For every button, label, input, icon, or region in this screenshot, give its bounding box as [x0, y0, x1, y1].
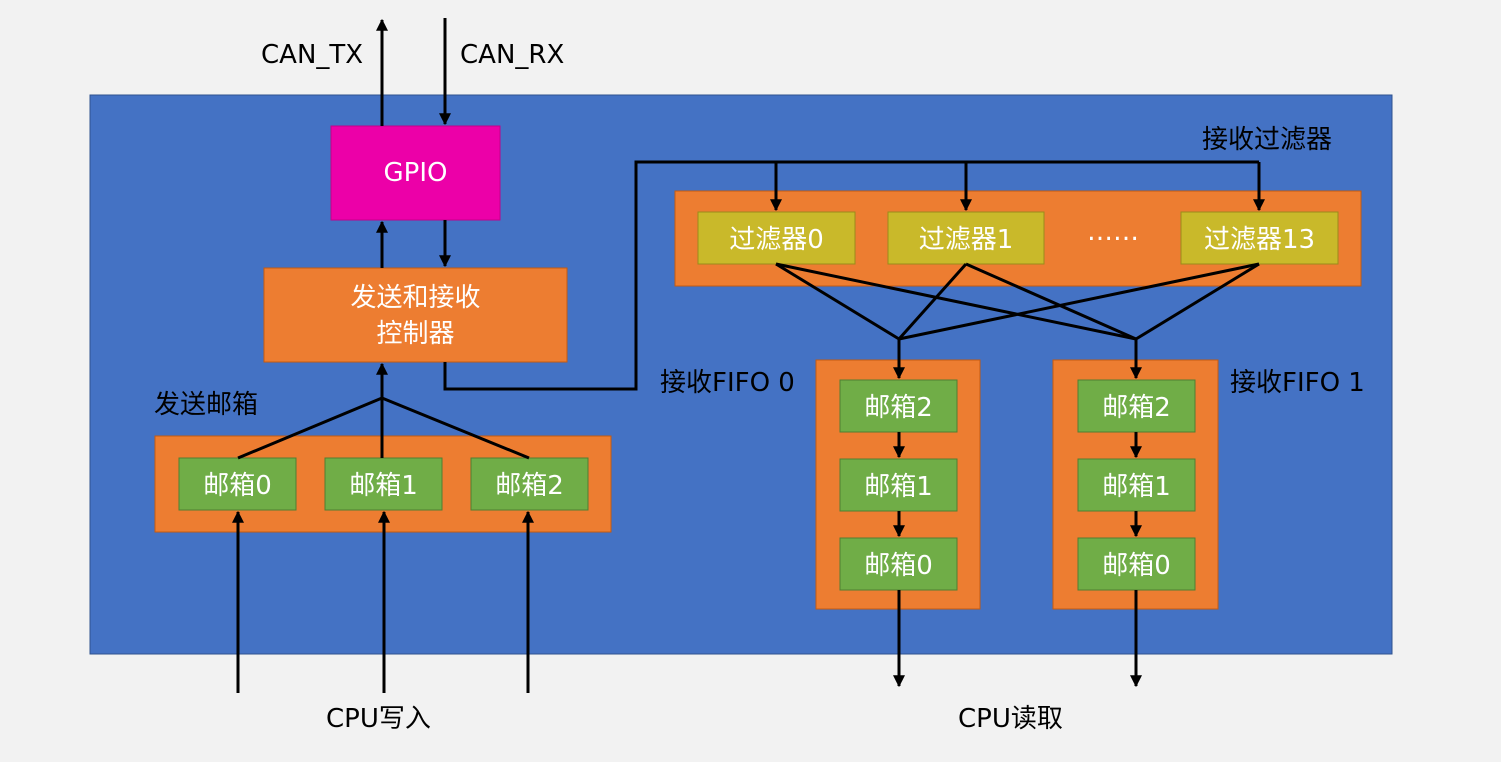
filter-1-label: 过滤器1: [919, 225, 1014, 255]
can-tx-label: CAN_TX: [261, 40, 363, 70]
tx-mailbox-1: [324, 457, 443, 511]
fifo1-mailbox-0-label: 邮箱0: [1102, 551, 1171, 581]
fifo1-mailbox-2: [1077, 379, 1196, 433]
cpu-read-label: CPU读取: [958, 704, 1063, 734]
tx-mailboxes-title: 发送邮箱: [154, 390, 258, 420]
filter-ellipsis: ……: [1087, 217, 1139, 247]
filter-13: [1180, 211, 1339, 265]
tx-mailbox-2: [470, 457, 589, 511]
controller-label-line1: 发送和接收: [350, 283, 480, 313]
cpu-write-label: CPU写入: [326, 704, 431, 734]
fifo0-mailbox-2-label: 邮箱2: [864, 393, 933, 423]
gpio-box: [330, 125, 501, 221]
fifo1-mailbox-2-label: 邮箱2: [1102, 393, 1171, 423]
fifo0-mailbox-0: [839, 537, 958, 591]
fifo1-title: 接收FIFO 1: [1230, 368, 1365, 398]
filter-1-to-fifo0: [897, 263, 968, 340]
fifo0-mailbox-1-label: 邮箱1: [864, 472, 933, 502]
filters-title: 接收过滤器: [1202, 125, 1332, 155]
filter-13-to-fifo0: [898, 262, 1260, 341]
can-rx-label: CAN_RX: [460, 40, 564, 70]
filter-0-to-fifo0: [775, 262, 900, 341]
filter-13-to-fifo1: [1135, 262, 1260, 341]
filter-1-to-fifo1: [965, 262, 1137, 341]
fifo0-mailbox-0-label: 邮箱0: [864, 551, 933, 581]
fifo0-mailbox-1: [839, 458, 958, 512]
tx-mailbox-0-label: 邮箱0: [203, 471, 272, 501]
tx-mailbox-2-to-mux: [381, 396, 530, 460]
fifo0-title: 接收FIFO 0: [660, 368, 795, 398]
tx-mailbox-0-to-mux: [237, 396, 383, 460]
gpio-label: GPIO: [384, 158, 448, 188]
controller-to-filter-bus: [443, 160, 1259, 391]
controller-label-line2: 控制器: [376, 319, 454, 349]
fifo1-mailbox-1-label: 邮箱1: [1102, 472, 1171, 502]
filter-0-to-fifo1: [775, 262, 1137, 341]
filter-0-label: 过滤器0: [729, 225, 824, 255]
tx-mailbox-1-label: 邮箱1: [349, 471, 418, 501]
tx-mailbox-0: [178, 457, 297, 511]
filter-1: [887, 211, 1045, 265]
filter-13-label: 过滤器13: [1204, 225, 1315, 255]
tx-rx-controller-box: [263, 267, 568, 363]
fifo1-mailbox-1: [1077, 458, 1196, 512]
tx-mailbox-2-label: 邮箱2: [495, 471, 564, 501]
fifo1-mailbox-0: [1077, 537, 1196, 591]
